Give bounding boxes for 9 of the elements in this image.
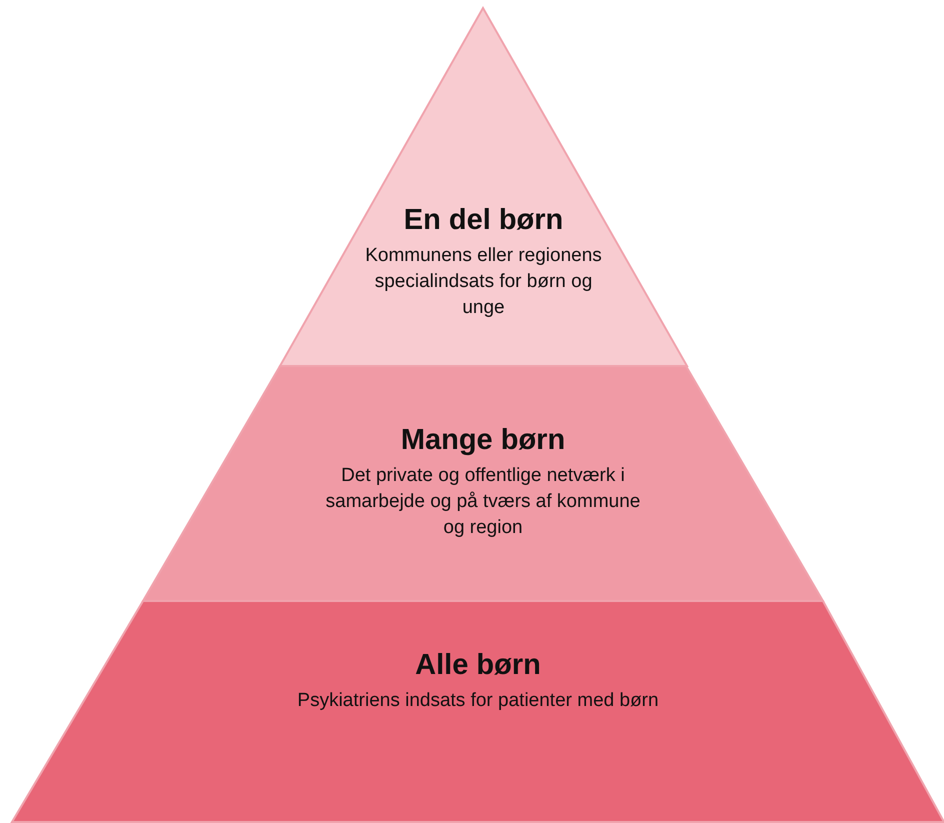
tier-description: Psykiatriens indsats for patienter med børn — [296, 689, 660, 713]
tier-heading: Alle børn — [415, 649, 541, 682]
tier-heading: En del børn — [404, 204, 564, 237]
tier-description: Kommunens eller regionens specialindsats for børn og unge — [364, 244, 603, 320]
pyramid-tier — [280, 8, 687, 366]
pyramid-tier — [143, 366, 823, 601]
tier-description: Det private og offentlige netværk i samarbejde og på tværs af kommune og region — [324, 464, 642, 540]
pyramid-tier — [12, 601, 944, 822]
tier-heading: Mange børn — [400, 424, 566, 457]
